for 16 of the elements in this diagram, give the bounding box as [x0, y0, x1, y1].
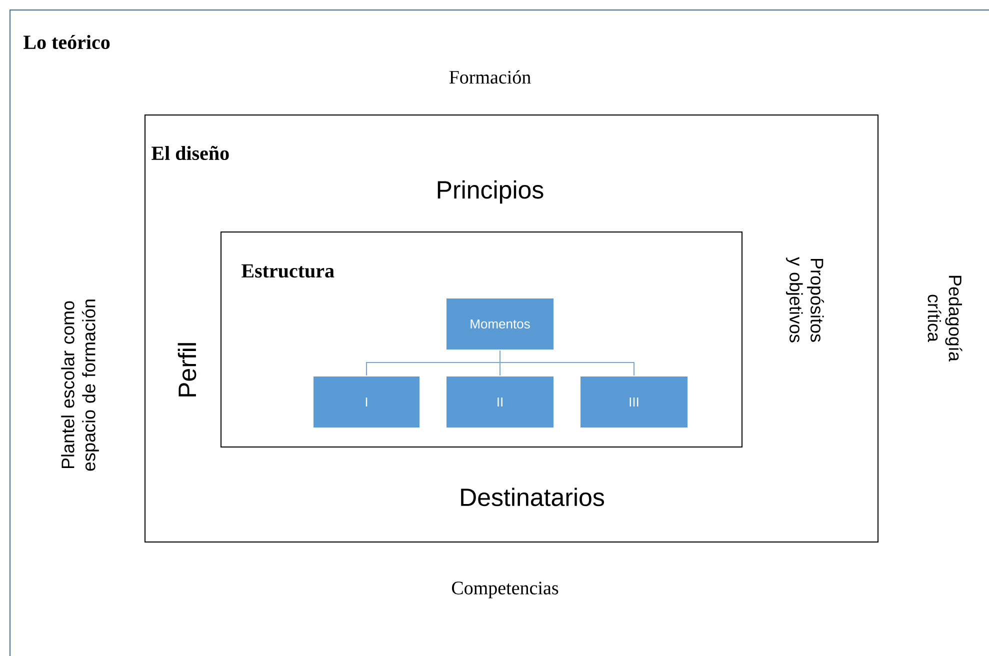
text: Propósitos y objetivos [786, 257, 824, 342]
text: Destinatarios [461, 488, 604, 506]
process-box: III [580, 376, 688, 428]
process-box: Momentos [446, 298, 554, 350]
process-box: I [312, 376, 420, 428]
text: Principios [438, 180, 544, 204]
connector [500, 350, 634, 376]
box-heading: El diseño [152, 146, 229, 160]
text: Competencias [452, 582, 558, 598]
text: Plantel escolar como espacio de formación [61, 300, 99, 471]
box-heading: Lo teórico [24, 34, 110, 50]
text: Formación [449, 70, 531, 84]
text: Pedagogía crítica [928, 276, 962, 362]
box-heading: Estructura [242, 264, 334, 278]
process-box: II [446, 376, 554, 428]
text: Perfil [178, 343, 196, 396]
